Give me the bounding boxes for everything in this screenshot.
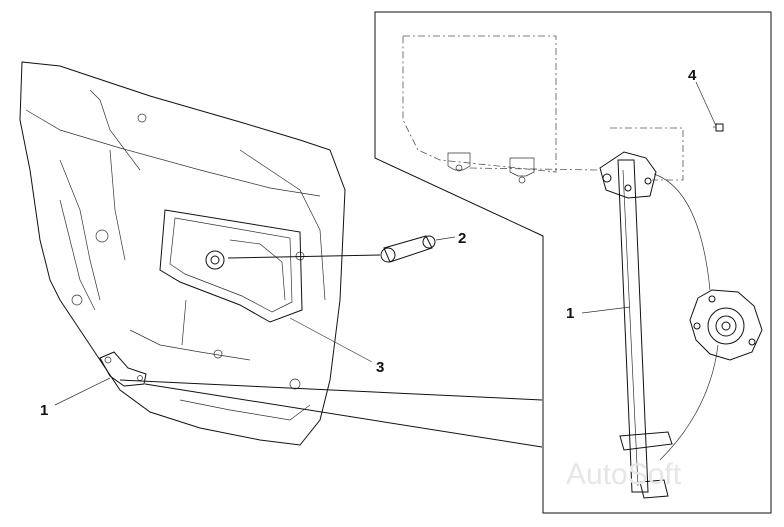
window-crank-handle — [380, 235, 436, 263]
callout-4: 4 — [688, 67, 697, 84]
watermark: AutoSoft — [566, 458, 682, 491]
connector-part — [713, 123, 724, 132]
inset-frame — [374, 11, 772, 514]
callout-1-right: 1 — [566, 305, 574, 322]
door-glass-outline — [402, 35, 557, 173]
callout-1-left: 1 — [40, 402, 48, 419]
glass-to-regulator-dash — [469, 127, 684, 181]
door-inner-panel — [19, 61, 346, 446]
callout-3: 3 — [376, 359, 384, 376]
window-regulator-assembly — [599, 151, 763, 499]
leader-lines — [54, 81, 717, 448]
glass-clips — [447, 152, 535, 184]
callout-2: 2 — [458, 230, 466, 247]
